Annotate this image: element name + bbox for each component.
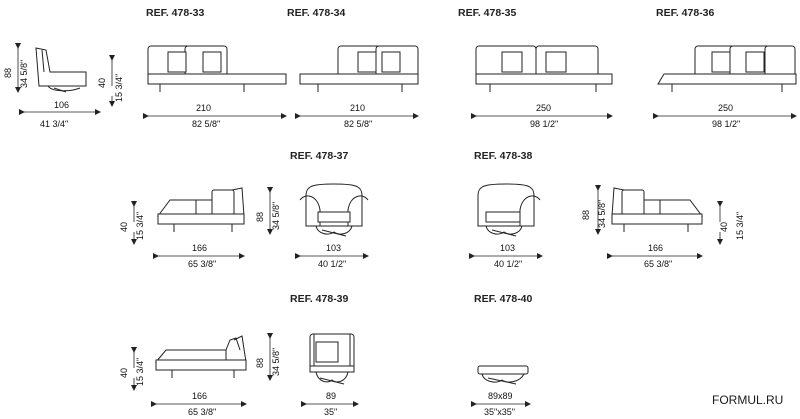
height-in: 34 5/8" (271, 348, 281, 376)
width-in: 65 3/8" (188, 407, 216, 417)
seat-height-cm: 40 (97, 78, 107, 88)
ottoman-size-in: 35"x35" (484, 407, 515, 417)
width-cm: 250 (536, 103, 551, 113)
width-cm: 166 (192, 243, 207, 253)
ref-label-478-39: REF. 478-39 (290, 293, 349, 305)
width-in: 98 1/2" (530, 119, 558, 129)
width-in: 65 3/8" (188, 259, 216, 269)
side-depth-cm: 106 (54, 100, 69, 110)
height-cm: 88 (255, 358, 265, 368)
height-in: 34 5/8" (271, 202, 281, 230)
product-478-36: REF. 478-36 250 98 1/2" (653, 7, 797, 129)
product-478-37-armchair: 103 40 1/2" (295, 183, 369, 269)
width-in: 82 5/8" (192, 119, 220, 129)
product-478-37-chaise: 166 65 3/8" 40 15 3/4" 88 34 5/8" (119, 187, 281, 269)
width-cm: 210 (350, 103, 365, 113)
width-cm: 250 (718, 103, 733, 113)
product-478-38-armchair: 103 40 1/2" (469, 183, 543, 269)
height-cm: 88 (255, 212, 265, 222)
seat-height-in: 15 3/4" (114, 74, 124, 102)
ref-label: REF. 478-34 (287, 7, 346, 19)
ottoman-size-cm: 89x89 (488, 391, 513, 401)
product-478-38-chaise: 166 65 3/8" 88 34 5/8" 40 15 3/4" (581, 185, 745, 269)
product-478-39-armchair: 89 35" (301, 333, 359, 417)
side-depth-in: 41 3/4" (40, 119, 68, 129)
chair-width-in: 35" (324, 407, 337, 417)
seat-height-cm: 40 (119, 368, 129, 378)
chair-width-in: 40 1/2" (318, 259, 346, 269)
chair-width-cm: 89 (326, 391, 336, 401)
width-cm: 210 (196, 103, 211, 113)
product-478-40-ottoman: 89x89 35"x35" (471, 365, 531, 417)
width-in: 82 5/8" (344, 119, 372, 129)
chair-width-cm: 103 (326, 243, 341, 253)
product-478-35: REF. 478-35 250 98 1/2" (458, 7, 613, 129)
ref-label-478-37: REF. 478-37 (290, 150, 349, 162)
width-cm: 166 (648, 243, 663, 253)
ref-label: REF. 478-33 (146, 7, 205, 19)
product-478-39-chaise: 166 65 3/8" 40 15 3/4" 88 34 5/8" (119, 333, 281, 417)
side-height-in: 34 5/8" (19, 60, 29, 88)
ref-label-478-38: REF. 478-38 (474, 150, 533, 162)
seat-height-in: 15 3/4" (135, 212, 145, 240)
width-in: 65 3/8" (644, 259, 672, 269)
seat-height-cm: 40 (119, 222, 129, 232)
chair-width-cm: 103 (500, 243, 515, 253)
seat-height-in: 15 3/4" (135, 358, 145, 386)
product-478-34: REF. 478-34 210 82 5/8" (287, 7, 419, 129)
width-cm: 166 (192, 391, 207, 401)
product-478-33: REF. 478-33 210 82 5/8" (143, 7, 287, 129)
side-profile-drawing: 88 34 5/8" 106 41 3/4" 40 15 3/4" (3, 43, 124, 129)
ref-label: REF. 478-35 (458, 7, 517, 19)
seat-height-cm: 40 (719, 222, 729, 232)
height-cm: 88 (581, 210, 591, 220)
side-height-cm: 88 (3, 68, 13, 78)
chair-width-in: 40 1/2" (494, 259, 522, 269)
width-in: 98 1/2" (712, 119, 740, 129)
ref-label: REF. 478-36 (656, 7, 715, 19)
ref-label-478-40: REF. 478-40 (474, 293, 533, 305)
watermark: FORMUL.RU (712, 393, 783, 407)
height-in: 34 5/8" (597, 200, 607, 228)
seat-height-in: 15 3/4" (735, 212, 745, 240)
